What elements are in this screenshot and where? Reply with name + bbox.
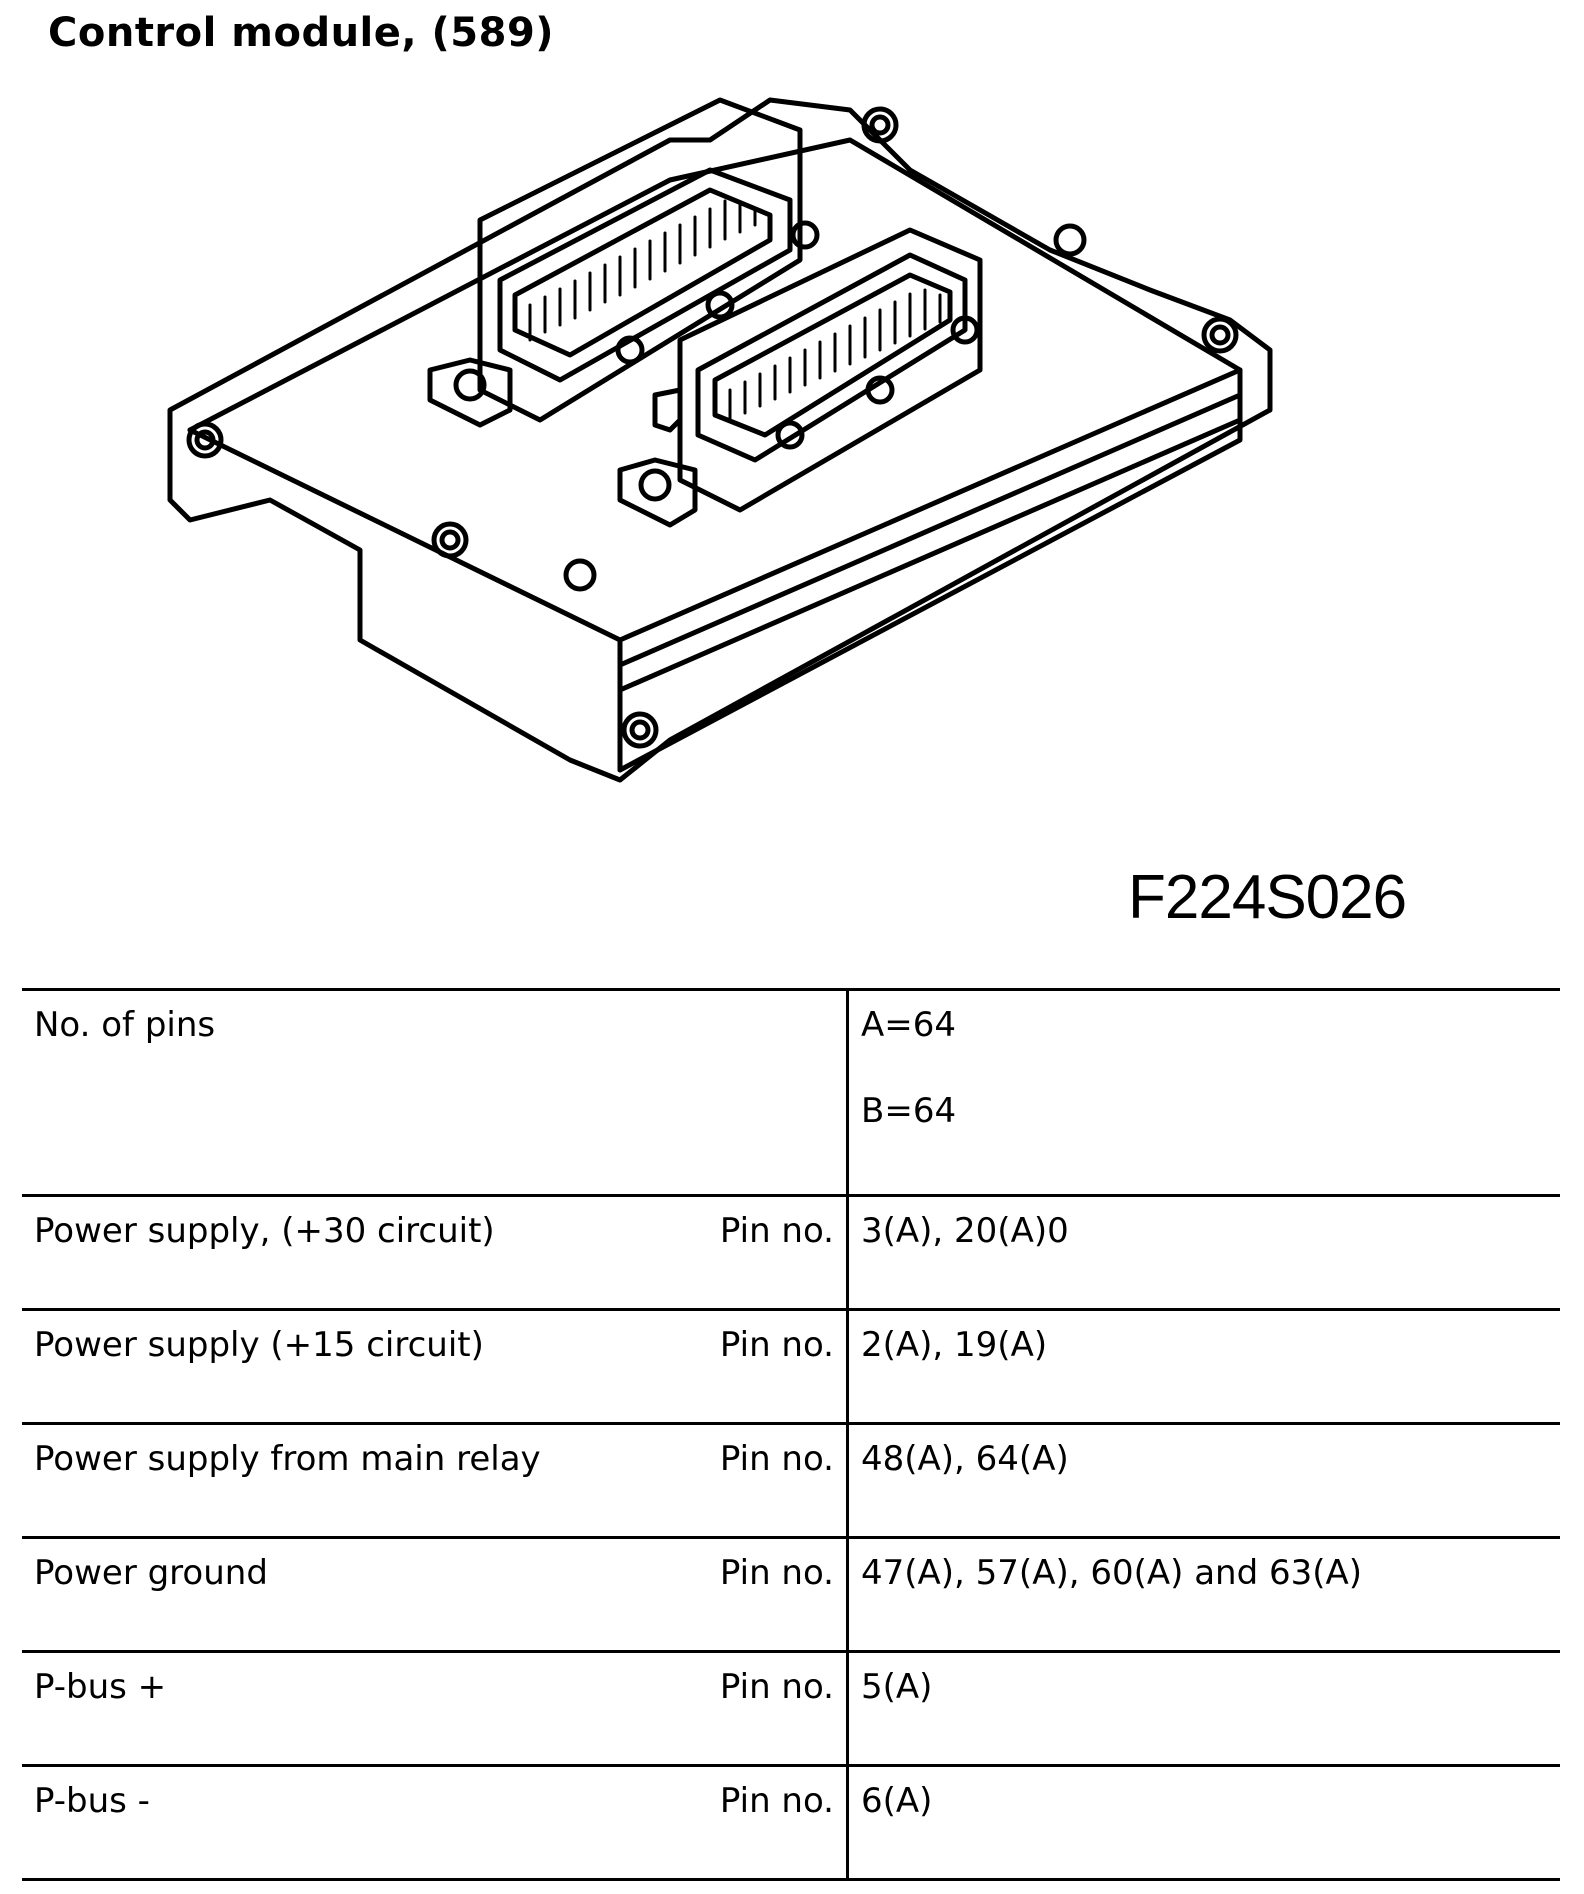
row-value: 47(A), 57(A), 60(A) and 63(A): [846, 1537, 1560, 1652]
table-row: Power supply from main relay Pin no. 48(…: [22, 1423, 1560, 1538]
row-unit: Pin no.: [719, 1781, 834, 1821]
row-value: A=64 B=64: [846, 989, 1560, 1196]
row-label: No. of pins: [34, 1005, 216, 1045]
figure-code: F224S026: [1128, 863, 1407, 932]
table-row: P-bus - Pin no. 6(A): [22, 1765, 1560, 1880]
row-unit: Pin no.: [719, 1211, 834, 1251]
row-label: Power supply (+15 circuit): [34, 1325, 484, 1365]
row-unit: Pin no.: [719, 1553, 834, 1593]
table-row: Power ground Pin no. 47(A), 57(A), 60(A)…: [22, 1537, 1560, 1652]
row-label: P-bus -: [34, 1781, 150, 1821]
row-unit: Pin no.: [719, 1667, 834, 1707]
table-row: P-bus + Pin no. 5(A): [22, 1651, 1560, 1766]
row-value: 6(A): [846, 1765, 1560, 1880]
row-label: Power ground: [34, 1553, 268, 1593]
row-value: 48(A), 64(A): [846, 1423, 1560, 1538]
pins-value-b: B=64: [861, 1091, 957, 1131]
row-label: Power supply from main relay: [34, 1439, 541, 1479]
row-value: 5(A): [846, 1651, 1560, 1766]
table-row: Power supply (+15 circuit) Pin no. 2(A),…: [22, 1309, 1560, 1424]
spec-table: No. of pins A=64 B=64 Power supply, (+30…: [22, 988, 1560, 1881]
row-value: 3(A), 20(A)0: [846, 1195, 1560, 1310]
page-title: Control module, (589): [48, 10, 555, 56]
row-unit: Pin no.: [719, 1439, 834, 1479]
table-row: Power supply, (+30 circuit) Pin no. 3(A)…: [22, 1195, 1560, 1310]
row-label: Power supply, (+30 circuit): [34, 1211, 495, 1251]
table-row-pins: No. of pins A=64 B=64: [22, 989, 1560, 1196]
control-module-illustration: [167, 97, 1273, 783]
pins-value-a: A=64: [861, 1005, 957, 1045]
row-label: P-bus +: [34, 1667, 167, 1707]
row-value: 2(A), 19(A): [846, 1309, 1560, 1424]
row-unit: Pin no.: [719, 1325, 834, 1365]
